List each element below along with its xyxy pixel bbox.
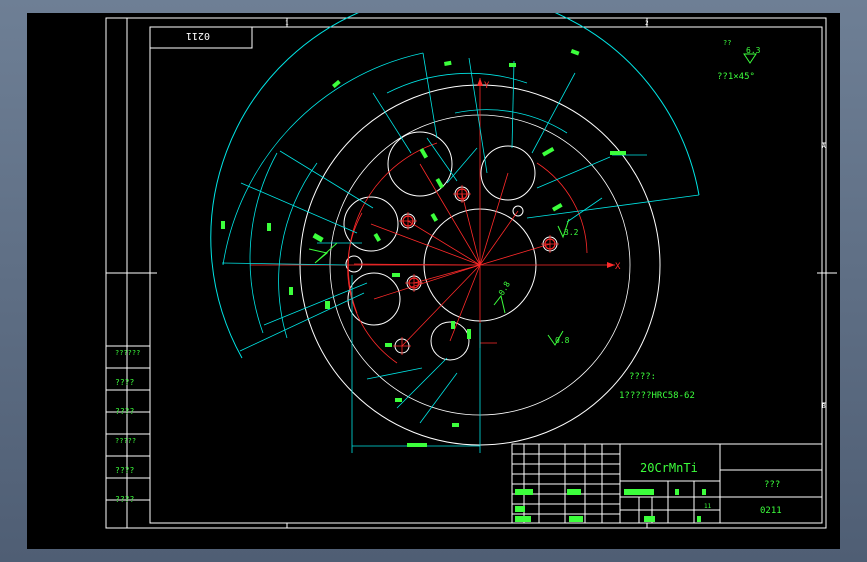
left-signature-column — [106, 18, 150, 528]
dimension-text-glyphs — [221, 49, 626, 447]
title-block-small-glyphs — [515, 489, 706, 522]
tech-requirement-1: 1?????HRC58-62 — [619, 391, 695, 401]
inner-frame — [149, 26, 823, 524]
left-column-cell-5: ???? — [115, 466, 134, 475]
sheet-border — [105, 17, 827, 529]
roughness-note-value: 6.3 — [746, 46, 761, 55]
axis-y-label: Y — [484, 81, 490, 91]
drawing-number-top: 0211 — [186, 30, 210, 41]
roughness-note-label: ?? — [723, 39, 731, 47]
drawing-number-box — [149, 26, 253, 49]
zone-label-right-b: B — [822, 403, 826, 410]
roughness-value-3: 0.8 — [555, 336, 570, 345]
left-column-cell-4: ????? — [115, 437, 136, 445]
sheet-count-cell: 11 — [704, 503, 712, 510]
part-name-cell: ??? — [764, 480, 780, 490]
left-column-cell-1: ?????? — [115, 349, 140, 357]
tech-requirements-heading: ????: — [629, 372, 656, 382]
left-column-cell-2: ???? — [115, 378, 134, 387]
left-column-cell-3: ???? — [115, 407, 134, 416]
zone-label-top-1: 1 — [285, 20, 289, 27]
roughness-value-2: 0.8 — [497, 280, 512, 297]
centerlines — [250, 78, 615, 364]
roughness-symbols — [308, 53, 757, 346]
drawing-number-cell: 0211 — [760, 506, 782, 516]
zone-label-right-a: A — [822, 143, 826, 150]
chamfer-note: ??1×45° — [717, 72, 755, 82]
material-label: 20CrMnTi — [640, 461, 698, 475]
roughness-value-1: 3.2 — [564, 228, 579, 237]
cad-drawing[interactable]: 1 2 A B 0211 ?????? ???? ???? ????? ????… — [27, 13, 840, 549]
zone-label-top-2: 2 — [645, 20, 649, 27]
left-column-cell-6: ???? — [115, 495, 134, 504]
part-geometry[interactable] — [210, 13, 700, 446]
axis-x-label: X — [615, 262, 621, 272]
cad-viewport[interactable]: 1 2 A B 0211 ?????? ???? ???? ????? ????… — [27, 13, 840, 549]
